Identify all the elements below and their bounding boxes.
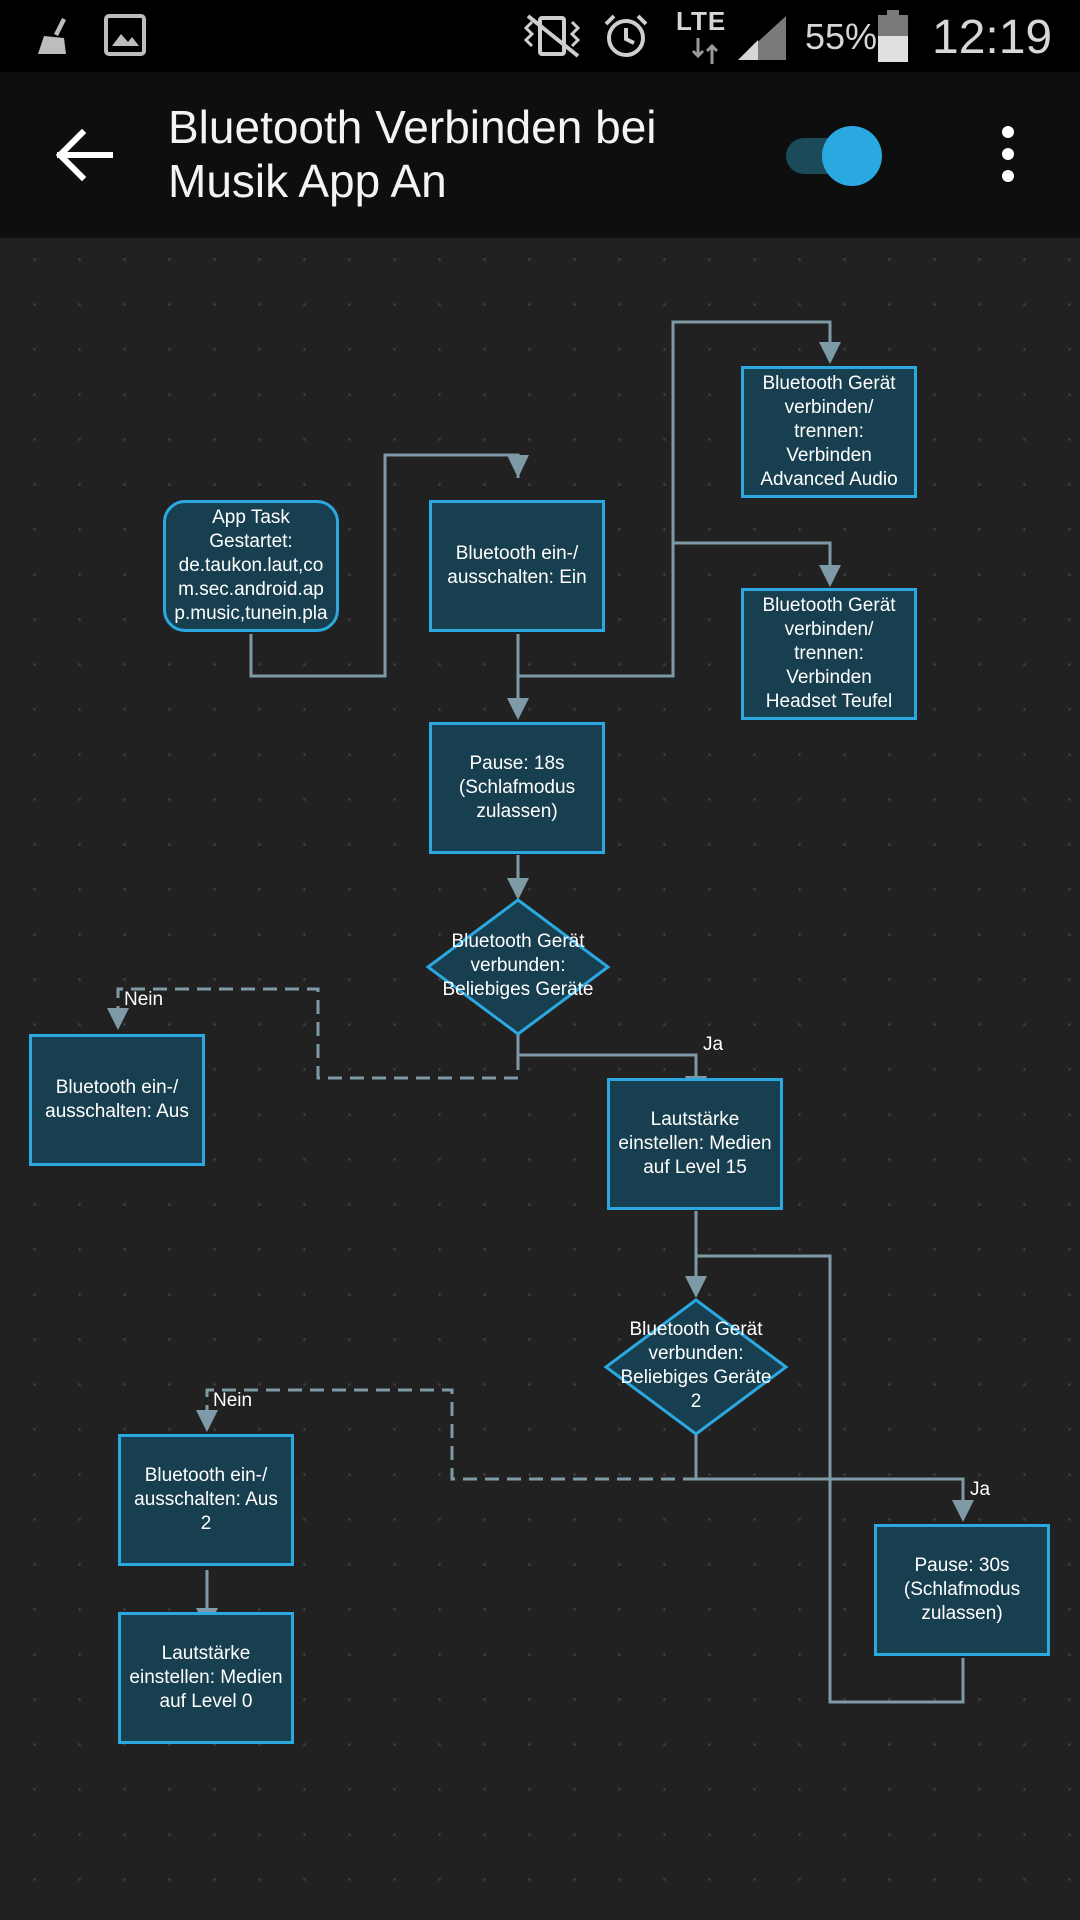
arrowhead-icon: [819, 342, 841, 364]
edge-label-no: Nein: [213, 1390, 253, 1411]
lte-icon: [691, 38, 719, 64]
page-title: Bluetooth Verbinden bei Musik App An: [168, 101, 657, 207]
macro-enabled-toggle[interactable]: [786, 126, 882, 186]
arrowhead-icon: [107, 1008, 129, 1030]
connector-dashed: [116, 987, 520, 1080]
vibrate-off-icon: [523, 14, 581, 58]
edge-label-yes: Ja: [970, 1479, 991, 1500]
network-type: LTE: [676, 6, 727, 36]
dot-icon: [1002, 170, 1014, 182]
flow-node-bluetooth-on[interactable]: Bluetooth ein-/ ausschalten: Ein: [429, 500, 605, 632]
connector: [516, 1034, 698, 1076]
flow-node-bluetooth-connect-audio[interactable]: Bluetooth Gerät verbinden/ trennen: Verb…: [741, 366, 917, 498]
flow-node-bluetooth-connect-headset[interactable]: Bluetooth Gerät verbinden/ trennen: Verb…: [741, 588, 917, 720]
flow-node-bluetooth-off-2[interactable]: Bluetooth ein-/ ausschalten: Aus 2: [118, 1434, 294, 1566]
dot-icon: [1002, 148, 1014, 160]
arrow-back-icon: [55, 128, 113, 182]
flow-node-volume-15[interactable]: Lautstärke einstellen: Medien auf Level …: [607, 1078, 783, 1210]
connector: [518, 320, 832, 678]
back-button[interactable]: [50, 120, 120, 190]
flow-node-pause-30s[interactable]: Pause: 30s (Schlafmodus zulassen): [874, 1524, 1050, 1656]
arrowhead-icon: [507, 878, 529, 900]
flow-node-bluetooth-off[interactable]: Bluetooth ein-/ ausschalten: Aus: [29, 1034, 205, 1166]
app-bar: Bluetooth Verbinden bei Musik App An: [0, 72, 1080, 238]
flow-node-volume-0[interactable]: Lautstärke einstellen: Medien auf Level …: [118, 1612, 294, 1744]
edge-label-no: Nein: [124, 989, 164, 1010]
flow-canvas[interactable]: App Task Gestartet: de.taukon.laut,co m.…: [0, 238, 1080, 1920]
connector-dashed: [205, 1388, 698, 1481]
image-icon: [104, 14, 146, 56]
broom-icon: [38, 18, 66, 54]
flow-node-decision-1[interactable]: Bluetooth Gerät verbunden: Beliebiges Ge…: [428, 900, 608, 1034]
flow-node-trigger[interactable]: App Task Gestartet: de.taukon.laut,co m.…: [163, 500, 339, 632]
flow-connectors: [107, 320, 974, 1704]
arrowhead-icon: [196, 1410, 218, 1432]
battery-percent: 55%: [805, 16, 878, 57]
decision-diamond-shape: [425, 898, 611, 1036]
dot-icon: [1002, 126, 1014, 138]
battery-icon: [878, 10, 908, 62]
overflow-menu-button[interactable]: [990, 126, 1026, 186]
connector: [696, 1254, 965, 1704]
clock: 12:19: [932, 11, 1053, 64]
arrowhead-icon: [952, 1500, 974, 1522]
decision-diamond-shape: [603, 1298, 789, 1436]
edge-label-yes: Ja: [703, 1034, 724, 1055]
decision-label: Bluetooth Gerät verbunden: Beliebiges Ge…: [620, 1319, 772, 1412]
toggle-thumb: [822, 126, 882, 186]
status-bar: LTE 55% 12:19: [0, 0, 1080, 72]
arrowhead-icon: [507, 698, 529, 720]
arrowhead-icon: [819, 565, 841, 587]
arrowhead-icon: [685, 1276, 707, 1298]
decision-label: Bluetooth Gerät verbunden: Beliebiges Ge…: [442, 931, 594, 1000]
flow-node-decision-2[interactable]: Bluetooth Gerät verbunden: Beliebiges Ge…: [606, 1300, 786, 1434]
alarm-icon: [604, 14, 648, 57]
connector: [673, 541, 832, 565]
flow-node-pause-18s[interactable]: Pause: 18s (Schlafmodus zulassen): [429, 722, 605, 854]
signal-icon: [738, 16, 786, 60]
arrowhead-icon: [507, 455, 529, 478]
